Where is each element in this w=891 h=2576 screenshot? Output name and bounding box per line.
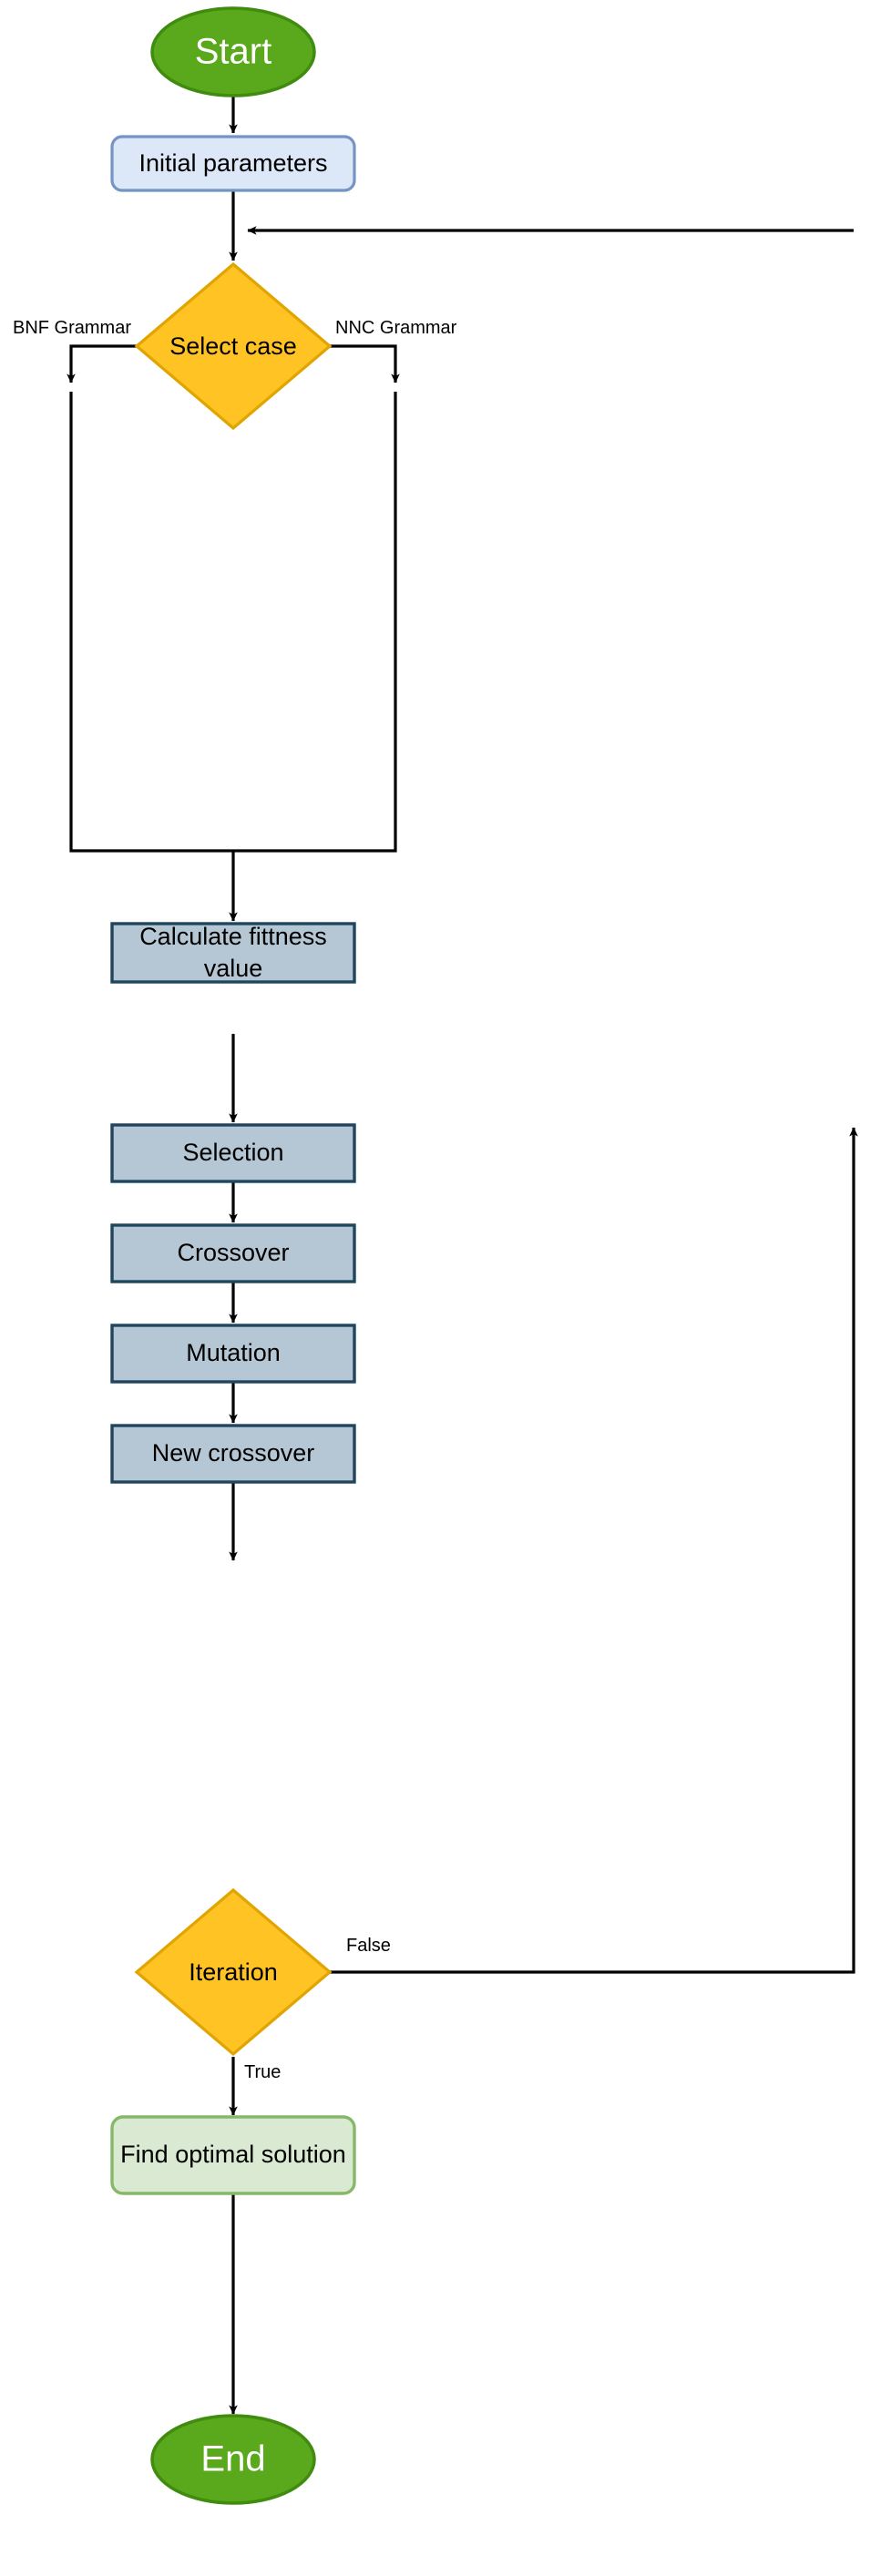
selection-rect <box>110 1123 356 1183</box>
node-select-case[interactable]: Select case <box>134 261 333 431</box>
connector-select-nnc-branch <box>330 344 400 383</box>
end-ellipse <box>150 2414 316 2505</box>
iteration-label: Iteration <box>189 1958 278 1986</box>
node-new-crossover[interactable]: New crossover <box>110 1424 356 1484</box>
select-case-diamond <box>134 261 333 431</box>
iteration-diamond <box>134 1887 333 2057</box>
edge-label-false: False <box>346 1936 391 1956</box>
node-iteration[interactable]: Iteration <box>134 1887 333 2057</box>
node-crossover[interactable]: Crossover <box>110 1223 356 1283</box>
select-case-label: Select case <box>169 332 297 360</box>
initial-parameters-rect <box>110 135 356 192</box>
connector-iteration-false-loop <box>330 1127 858 1974</box>
node-start[interactable]: Start <box>150 6 316 97</box>
mutation-label: Mutation <box>186 1339 281 1366</box>
end-label: End <box>200 2439 265 2479</box>
calculate-fitness-label-line1: Calculate fittness <box>139 923 327 950</box>
edge-label-bnf-grammar: BNF Grammar <box>13 318 131 338</box>
new-crossover-rect <box>110 1424 356 1484</box>
connector-select-bnf-branch <box>67 344 137 383</box>
find-optimal-solution-label: Find optimal solution <box>120 2141 346 2168</box>
edge-label-true: True <box>244 2062 281 2082</box>
start-ellipse <box>150 6 316 97</box>
initial-parameters-label: Initial parameters <box>138 149 327 177</box>
node-mutation[interactable]: Mutation <box>110 1324 356 1384</box>
selection-label: Selection <box>182 1139 283 1166</box>
node-calculate-fitness[interactable]: Calculate fittness value <box>110 922 356 984</box>
new-crossover-label: New crossover <box>152 1439 315 1467</box>
edge-label-nnc-grammar: NNC Grammar <box>335 318 457 338</box>
crossover-rect <box>110 1223 356 1283</box>
calculate-fitness-rect <box>110 922 356 984</box>
node-selection[interactable]: Selection <box>110 1123 356 1183</box>
mutation-rect <box>110 1324 356 1384</box>
crossover-label: Crossover <box>177 1239 289 1266</box>
node-find-optimal-solution[interactable]: Find optimal solution <box>110 2115 356 2195</box>
calculate-fitness-label-line2: value <box>204 955 263 982</box>
node-end[interactable]: End <box>150 2414 316 2505</box>
start-label: Start <box>195 32 271 72</box>
connector-nnc-to-merge <box>233 392 397 853</box>
connector-bnf-to-merge <box>69 392 233 853</box>
node-initial-parameters[interactable]: Initial parameters <box>110 135 356 192</box>
find-optimal-solution-rect <box>110 2115 356 2195</box>
